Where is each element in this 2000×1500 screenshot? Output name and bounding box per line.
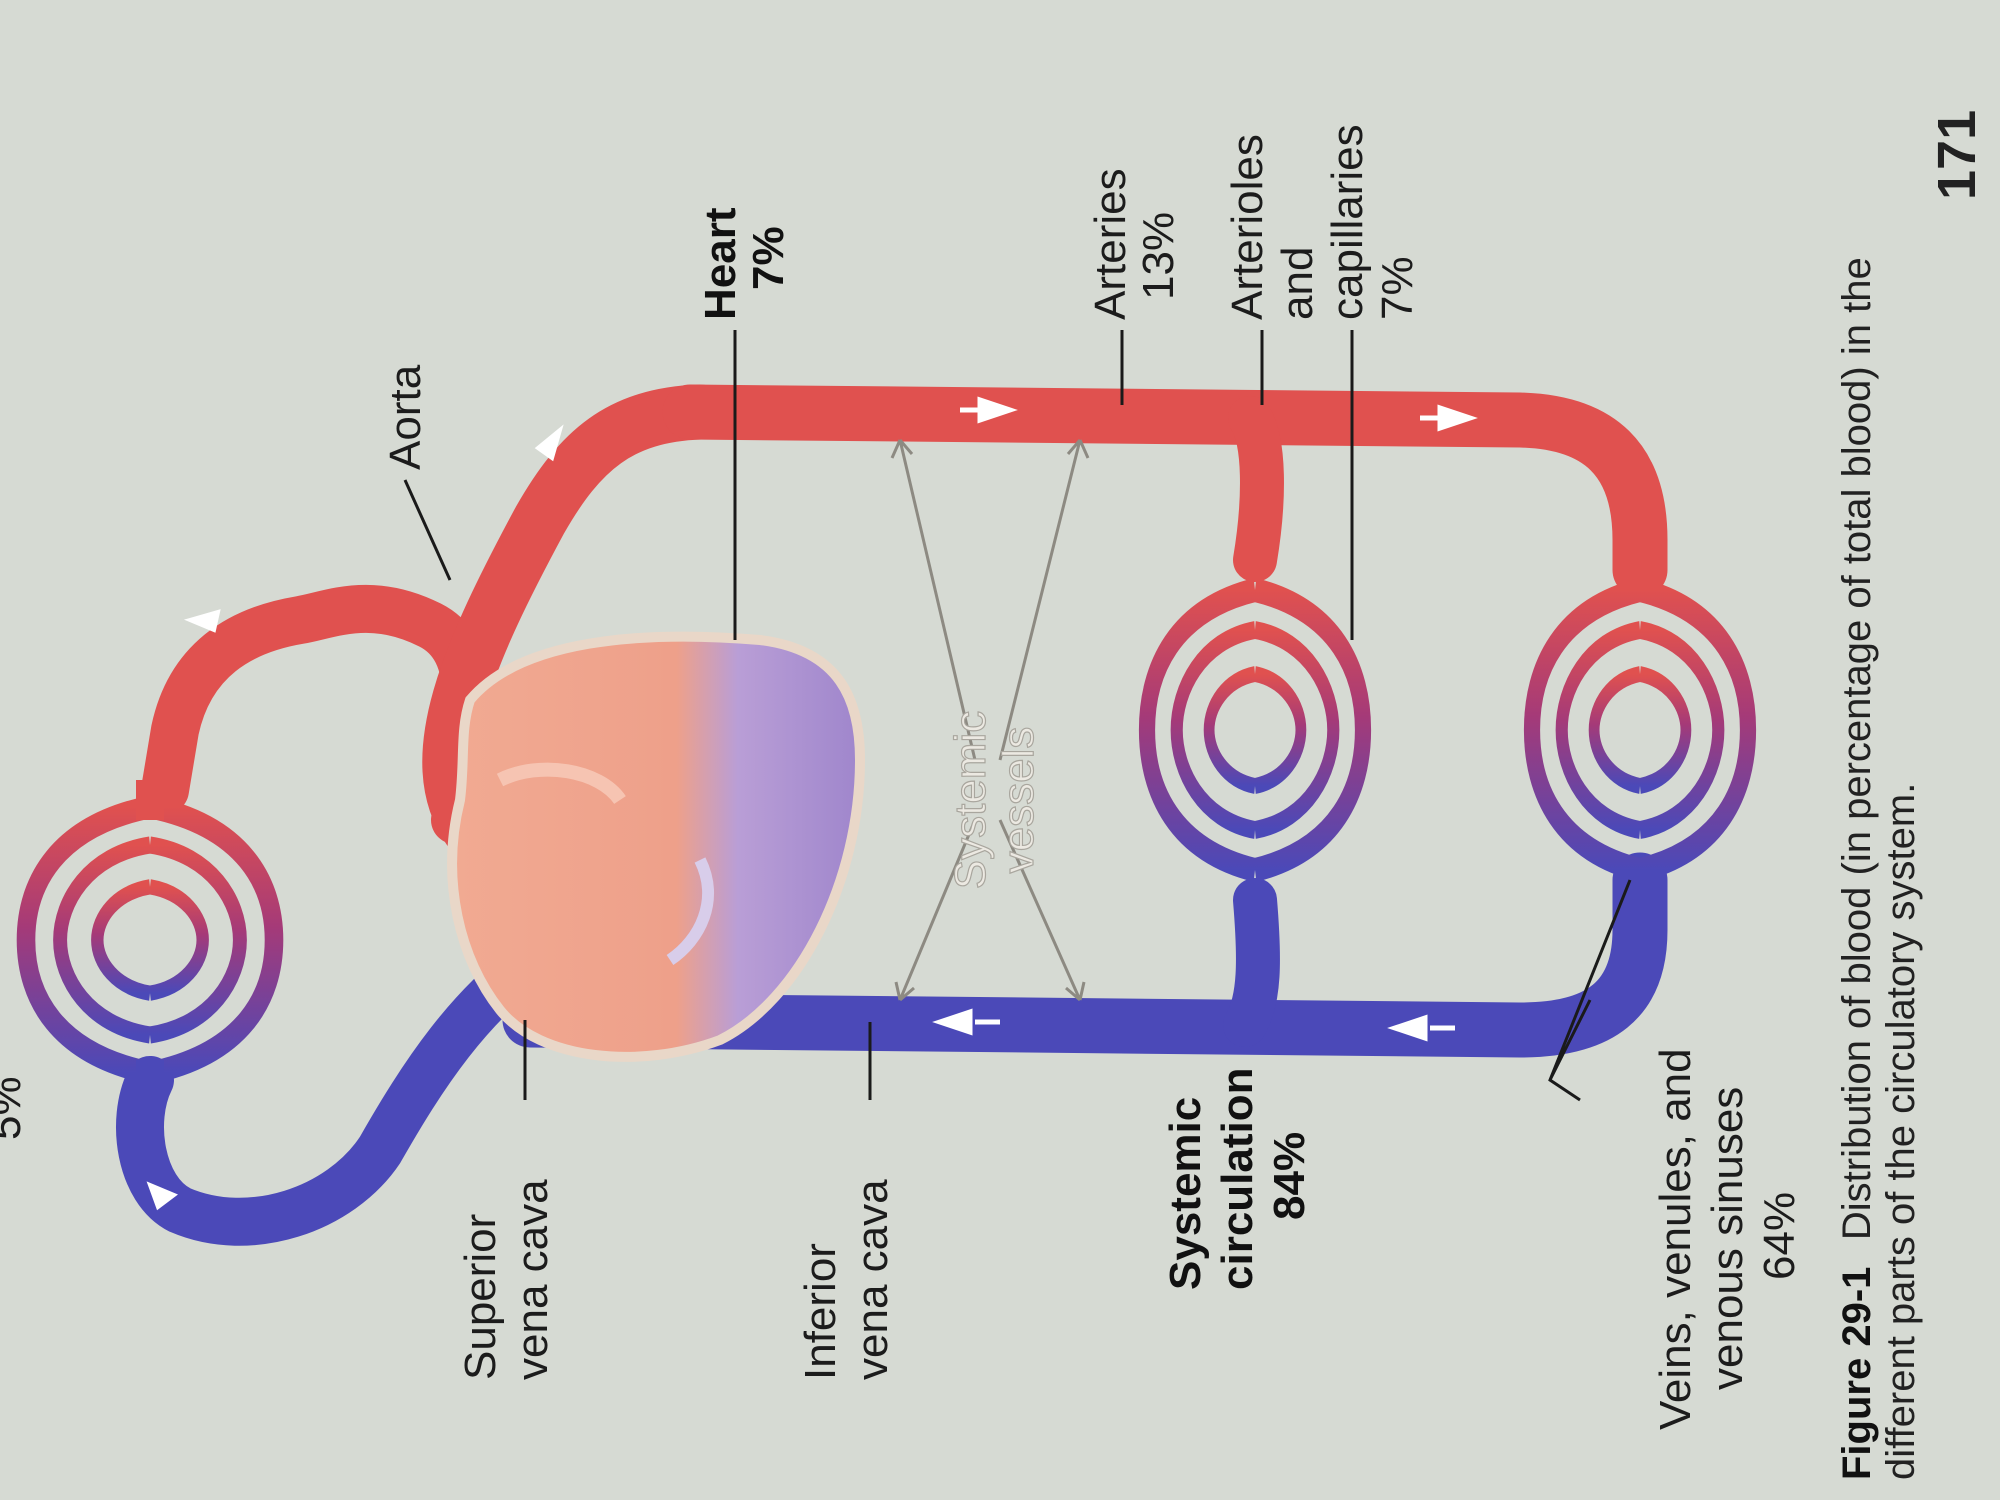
- caption-line2: different parts of the circulatory syste…: [1879, 783, 1923, 1480]
- main-vein: [502, 852, 1668, 1058]
- arterioles-percent: 7%: [1373, 256, 1422, 320]
- inferior-vena-cava-line2: vena cava: [848, 1179, 897, 1380]
- arrow-icon: [183, 609, 221, 633]
- arrow-icon: [1420, 404, 1478, 432]
- page-number: 171: [1927, 110, 1987, 200]
- arrow-icon: [960, 396, 1018, 424]
- pulmonary-artery: [141, 584, 492, 844]
- label-top-fragment: 5%: [0, 1076, 30, 1140]
- superior-vena-cava-line2: vena cava: [508, 1179, 557, 1380]
- arrow-icon: [932, 1008, 1000, 1036]
- arrow-icon: [1387, 1014, 1455, 1042]
- heart-percent: 7%: [744, 226, 793, 290]
- figure-number: Figure 29-1: [1835, 1267, 1879, 1480]
- arterioles-label-line3: capillaries: [1323, 124, 1372, 320]
- label-inferior-vena-cava: Inferior vena cava: [796, 1179, 897, 1380]
- systemic-vessels-line2: vessels: [994, 727, 1043, 874]
- veins-label-line1: Veins, venules, and: [1651, 1048, 1700, 1430]
- svg-text:Figure 29-1 Distribution: Figure 29-1 Distribution of blood (in pe…: [1835, 257, 1879, 1480]
- label-arterioles: Arterioles and capillaries 7%: [1223, 124, 1422, 320]
- vessel-network: [26, 384, 1748, 1246]
- pulmonary-vein: [116, 926, 572, 1246]
- heart-shape: [447, 631, 866, 1062]
- vein-branch: [1223, 878, 1280, 1047]
- systemic-capillary-bed-1: [1147, 590, 1363, 870]
- heart-label: Heart: [696, 207, 745, 320]
- systemic-circulation-line2: circulation: [1213, 1068, 1262, 1291]
- arterioles-label-line2: and: [1273, 247, 1322, 320]
- superior-vena-cava-line1: Superior: [456, 1214, 505, 1380]
- leader-lines: [403, 330, 1632, 1102]
- caption-line1: Distribution of blood (in percentage of …: [1835, 257, 1879, 1240]
- label-veins: Veins, venules, and venous sinuses 64%: [1651, 1048, 1804, 1430]
- page-number-text: 171: [1927, 110, 1987, 200]
- flow-arrows: [146, 396, 1478, 1211]
- label-superior-vena-cava: Superior vena cava: [456, 1179, 557, 1380]
- aorta-label: Aorta: [381, 364, 430, 470]
- arterioles-label-line1: Arterioles: [1223, 134, 1272, 320]
- arteries-label: Arteries: [1086, 168, 1135, 320]
- lung-capillary-bed: [26, 807, 274, 1073]
- label-aorta: Aorta: [381, 364, 430, 470]
- aorta-vessel: [422, 384, 728, 858]
- figure-caption: Figure 29-1 Distribution of blood (in pe…: [1835, 257, 1923, 1480]
- systemic-circulation-line1: Systemic: [1161, 1097, 1210, 1290]
- arrow-icon: [534, 424, 564, 462]
- systemic-circulation-percent: 84%: [1265, 1132, 1314, 1220]
- label-heart: Heart 7%: [696, 207, 793, 320]
- label-systemic-circulation: Systemic circulation 84%: [1161, 1068, 1314, 1291]
- veins-percent: 64%: [1755, 1192, 1804, 1280]
- arrow-icon: [146, 1181, 178, 1211]
- fragment-label: 5%: [0, 1076, 30, 1140]
- arteries-percent: 13%: [1134, 212, 1183, 300]
- main-artery: [662, 384, 1668, 598]
- systemic-vessels-arrows: [890, 439, 1090, 1002]
- inferior-vena-cava-line1: Inferior: [796, 1243, 845, 1380]
- artery-branch: [1228, 396, 1284, 582]
- label-arteries: Arteries 13%: [1086, 168, 1183, 320]
- veins-label-line2: venous sinuses: [1703, 1087, 1752, 1390]
- systemic-vessels-line1: Systemic: [946, 711, 995, 889]
- label-systemic-vessels: Systemic vessels: [945, 710, 1043, 890]
- systemic-capillary-bed-2: [1532, 590, 1748, 870]
